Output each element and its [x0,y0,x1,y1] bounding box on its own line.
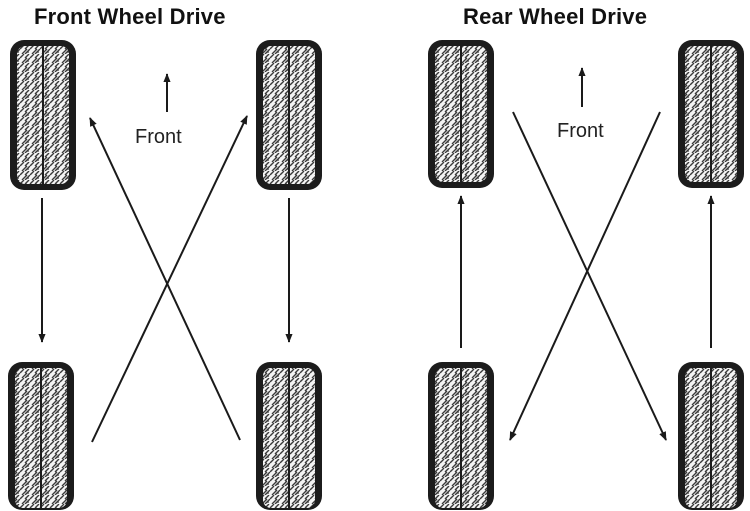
tire-fwd-rear-right [256,362,322,510]
rotation-arrow-rwd-front-right-to-rear-left [509,111,661,441]
tire-fwd-front-left [10,40,76,190]
rotation-arrow-fwd-rear-right-to-front-left [89,117,241,441]
front-direction-label-fwd: Front [135,126,182,148]
panel-title-rear-wheel-drive: Rear Wheel Drive [463,4,648,29]
tire-rwd-rear-right [678,362,744,510]
tire-rwd-front-right [678,40,744,188]
rotation-arrow-rwd-front-left-to-rear-right [512,111,667,441]
tire-fwd-rear-left [8,362,74,510]
rotation-arrow-fwd-rear-left-to-front-right [91,115,248,443]
panel-title-front-wheel-drive: Front Wheel Drive [34,4,226,29]
tire-fwd-front-right [256,40,322,190]
tire-rwd-rear-left [428,362,494,510]
front-direction-label-rwd: Front [557,120,604,142]
tire-rwd-front-left [428,40,494,188]
